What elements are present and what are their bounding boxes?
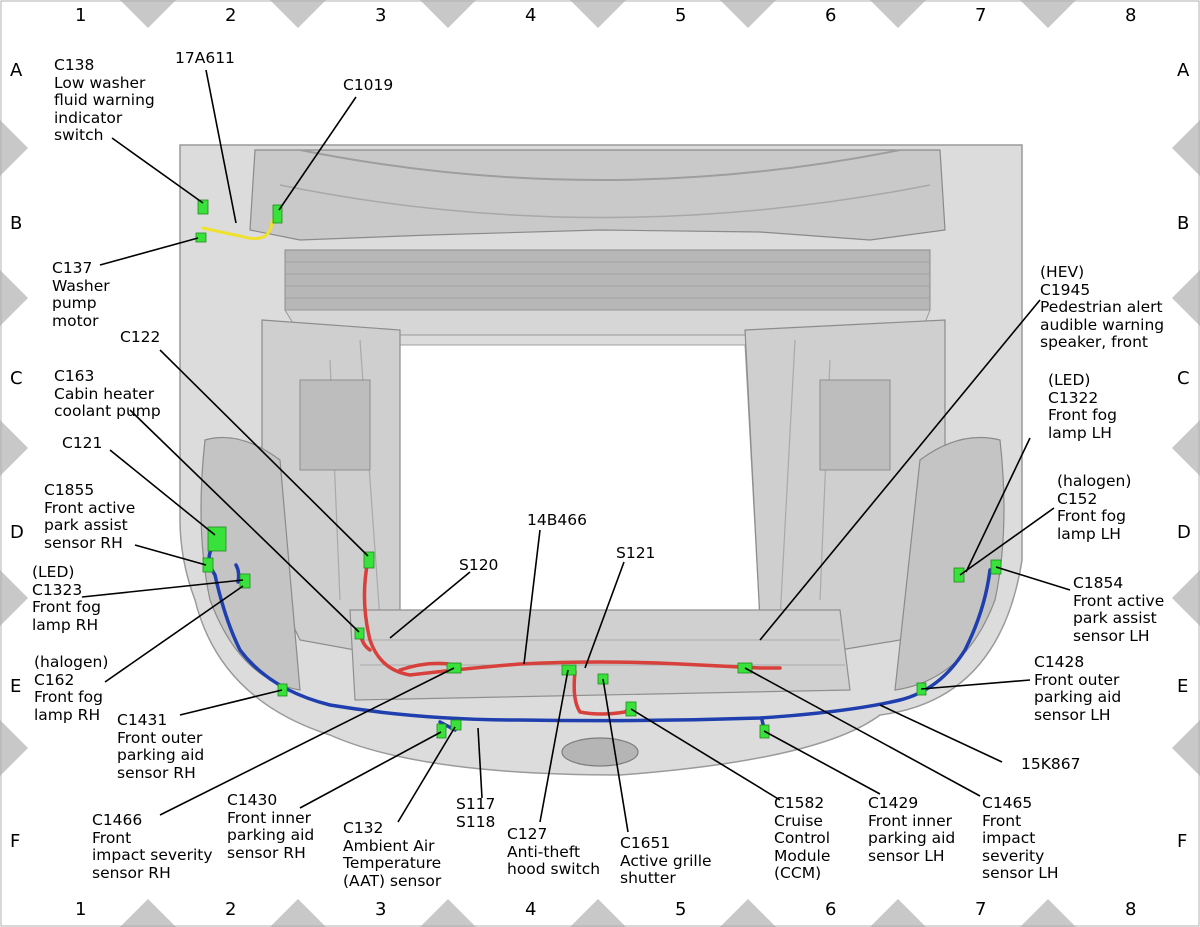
label-s120: S120 — [459, 556, 499, 574]
grid-row-b: B — [10, 213, 23, 234]
label-c162: (halogen) C162 Front fog lamp RH — [34, 653, 109, 724]
left-fascia — [200, 436, 301, 691]
grid-row-a-right: A — [1177, 60, 1190, 81]
grid-column-7: 7 — [975, 5, 987, 26]
label-c138: C138 Low washer fluid warning indicator … — [54, 56, 155, 144]
c127-connector — [561, 664, 577, 676]
label-s117-s118: S117 S118 — [456, 795, 496, 831]
label-c1466: C1466 Front impact severity sensor RH — [92, 811, 213, 882]
label-c121: C121 — [62, 434, 103, 452]
label-15k867: 15K867 — [1021, 755, 1081, 773]
label-c1465: C1465 Front impact severity sensor LH — [982, 794, 1059, 882]
grid-row-f-right: F — [1177, 831, 1188, 852]
label-c1430: C1430 Front inner parking aid sensor RH — [227, 791, 315, 862]
label-c1429: C1429 Front inner parking aid sensor LH — [868, 794, 956, 865]
grid-column-6-bottom: 6 — [825, 899, 837, 920]
c138-connector — [197, 199, 209, 215]
c1430-connector — [436, 723, 447, 739]
grid-column-8: 8 — [1125, 5, 1137, 26]
grid-row-d: D — [10, 522, 24, 543]
label-c122: C122 — [120, 328, 161, 346]
label-14b466: 14B466 — [527, 511, 587, 529]
harness-yellow-17a611 — [201, 210, 280, 240]
c1431-connector — [277, 683, 288, 697]
grid-column-2-bottom: 2 — [225, 899, 237, 920]
c132-connector — [450, 719, 462, 731]
label-c127: C127 Anti-theft hood switch — [507, 825, 601, 878]
label-c1323: (LED) C1323 Front fog lamp RH — [32, 563, 101, 634]
grid-column-5: 5 — [675, 5, 687, 26]
c1322-connector — [953, 567, 965, 583]
grid-column-3-bottom: 3 — [375, 899, 387, 920]
label-c1019: C1019 — [343, 76, 394, 94]
grid-column-7-bottom: 7 — [975, 899, 987, 920]
leader-lines — [81, 69, 1071, 833]
label-c1651: C1651 Active grille shutter — [620, 834, 712, 887]
label-c1854: C1854 Front active park assist sensor LH — [1073, 574, 1165, 645]
front-emblem — [561, 737, 639, 767]
grid-row-a: A — [10, 60, 23, 81]
label-c152: (halogen) C152 Front fog lamp LH — [1057, 472, 1132, 543]
label-c1582: C1582 Cruise Control Module (CCM) — [774, 794, 831, 882]
grid-row-c: C — [10, 368, 23, 389]
grid-row-d-right: D — [1177, 522, 1191, 543]
harness-red-14b466 — [358, 558, 782, 716]
label-c1855: C1855 Front active park assist sensor RH — [44, 481, 136, 552]
grid-column-1: 1 — [75, 5, 87, 26]
label-c132: C132 Ambient Air Temperature (AAT) senso… — [343, 819, 442, 890]
radiator-opening — [399, 344, 761, 621]
label-c163: C163 Cabin heater coolant pump — [54, 367, 161, 420]
grid-row-c-right: C — [1177, 368, 1190, 389]
c163-connector — [354, 627, 365, 640]
grid-column-1-bottom: 1 — [75, 899, 87, 920]
grid-column-6: 6 — [825, 5, 837, 26]
c1019-connector — [272, 204, 283, 224]
grid-column-8-bottom: 8 — [1125, 899, 1137, 920]
grid-row-f: F — [10, 831, 21, 852]
label-c1428: C1428 Front outer parking aid sensor LH — [1034, 653, 1122, 724]
cowl-panel — [249, 149, 946, 241]
label-c1431: C1431 Front outer parking aid sensor RH — [117, 711, 205, 782]
grid-row-e: E — [10, 676, 22, 697]
vehicle-front-end — [179, 144, 1023, 776]
grid-row-e-right: E — [1177, 676, 1189, 697]
c122-connector — [363, 551, 375, 569]
label-c137: C137 Washer pump motor — [52, 259, 110, 330]
grid-column-5-bottom: 5 — [675, 899, 687, 920]
grid-column-4-bottom: 4 — [525, 899, 537, 920]
grid-column-3: 3 — [375, 5, 387, 26]
grid-column-4: 4 — [525, 5, 537, 26]
label-17a611: 17A611 — [175, 49, 235, 67]
grid-row-b-right: B — [1177, 213, 1190, 234]
c137-connector — [195, 232, 207, 243]
c1855-connector — [202, 557, 214, 573]
grid-column-2: 2 — [225, 5, 237, 26]
label-c1945: (HEV) C1945 Pedestrian alert audible war… — [1040, 263, 1165, 351]
c1323-connector — [239, 573, 251, 589]
cowl-grille — [284, 249, 931, 311]
lower-cross-member — [349, 609, 851, 701]
label-s121: S121 — [616, 544, 656, 562]
label-c1322: (LED) C1322 Front fog lamp LH — [1048, 371, 1117, 442]
